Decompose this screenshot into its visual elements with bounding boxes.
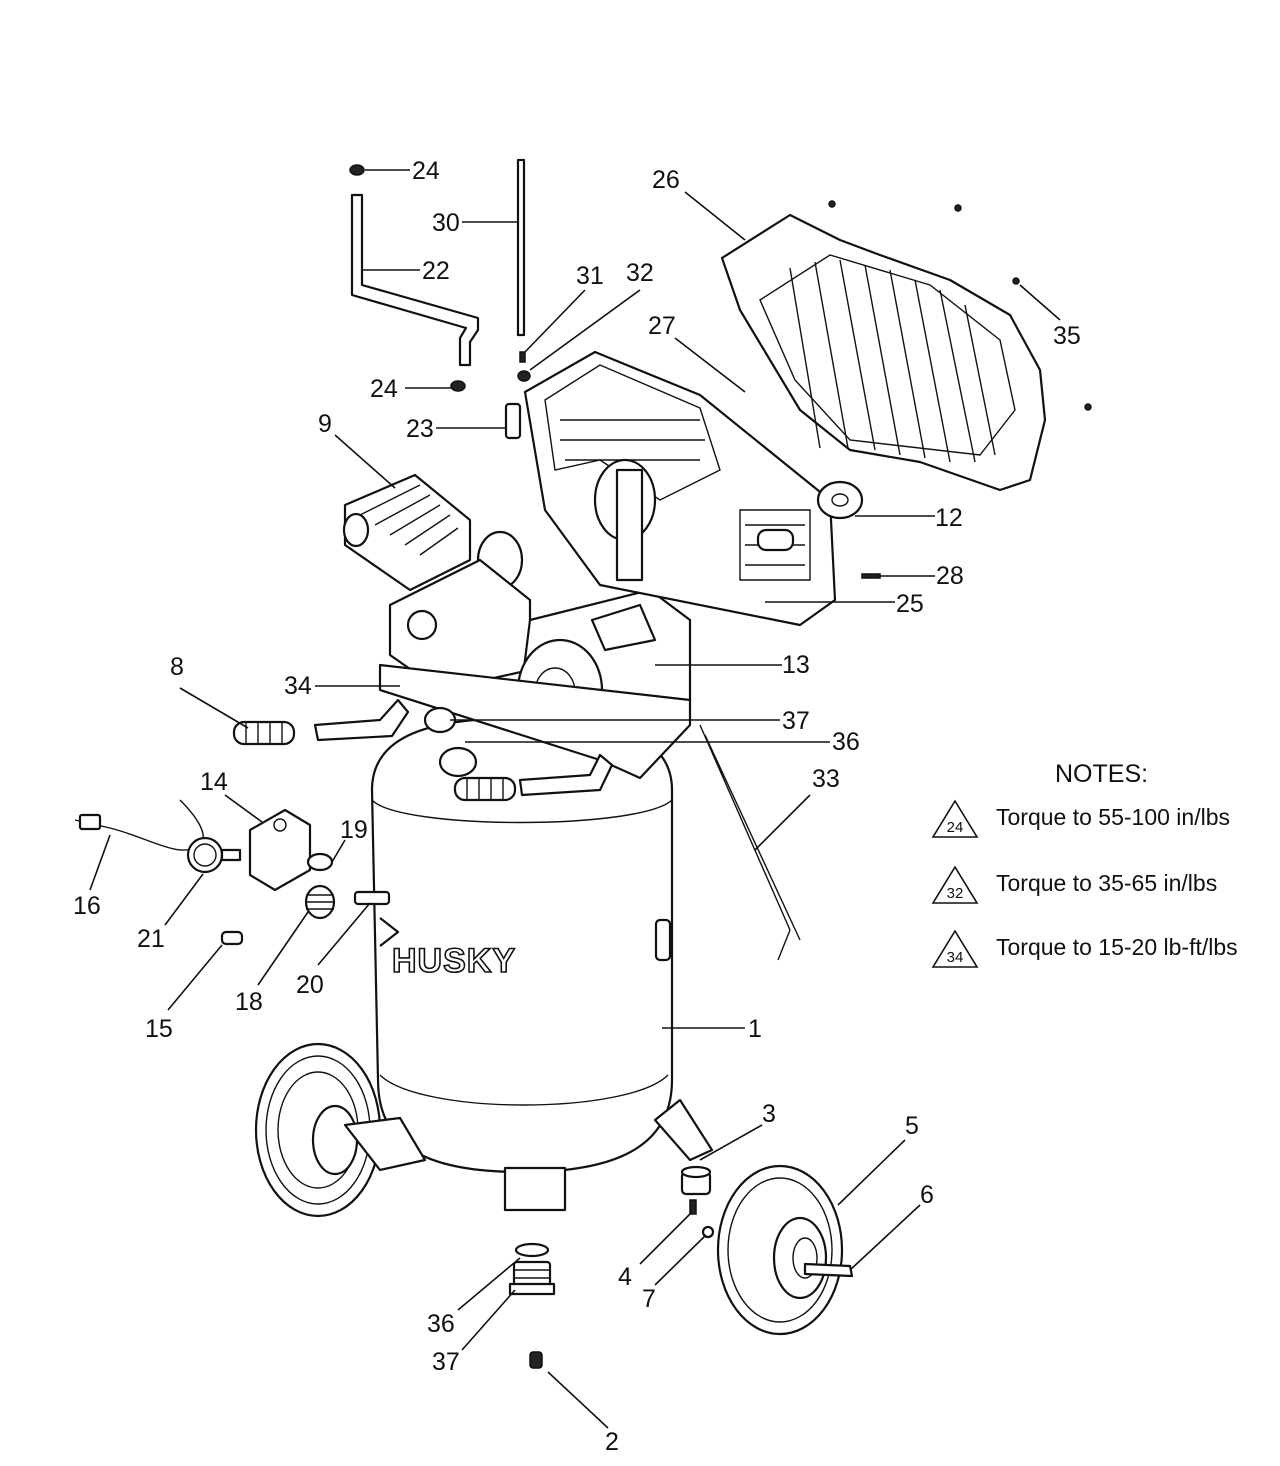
callout-9: 9 — [318, 410, 332, 438]
screw-35-d — [1084, 403, 1092, 411]
note-text: Torque to 15-20 lb-ft/lbs — [996, 934, 1238, 960]
callout-31: 31 — [576, 262, 604, 290]
callout-20: 20 — [296, 971, 324, 999]
callout-27: 27 — [648, 312, 676, 340]
screw-28 — [861, 573, 881, 579]
tank: HUSKY — [370, 716, 674, 1174]
torque-symbol-icon: 34 — [931, 929, 979, 968]
screw-35-b — [954, 204, 962, 212]
svg-text:34: 34 — [947, 949, 964, 966]
coil-spring — [232, 720, 296, 746]
unloader-valve-19 — [306, 852, 334, 872]
note-row-2: 32 Torque to 35-65 in/lbs — [930, 864, 1275, 906]
callout-37-upper: 37 — [782, 707, 810, 735]
callout-22: 22 — [422, 257, 450, 285]
callout-4: 4 — [618, 1263, 632, 1291]
callout-37-lower: 37 — [432, 1348, 460, 1376]
callout-15: 15 — [145, 1015, 173, 1043]
nut-32 — [517, 370, 531, 382]
callout-19: 19 — [340, 816, 368, 844]
callout-35: 35 — [1053, 322, 1081, 350]
callout-18: 18 — [235, 988, 263, 1016]
axle-bolt — [803, 1262, 854, 1278]
callout-24-lower: 24 — [370, 375, 398, 403]
wire-harness — [699, 724, 801, 961]
callout-13: 13 — [782, 651, 810, 679]
drain-petcock — [529, 1351, 543, 1369]
leader-lines — [89, 169, 1061, 1429]
callout-16: 16 — [73, 892, 101, 920]
callout-7: 7 — [642, 1285, 656, 1313]
callout-32: 32 — [626, 259, 654, 287]
pressure-switch — [248, 808, 312, 892]
tank-foot-bracket — [503, 1166, 567, 1212]
right-wheel — [716, 1164, 844, 1336]
left-wheel — [254, 1042, 427, 1218]
mounting-plate — [378, 663, 692, 780]
plug — [78, 813, 102, 831]
callout-21: 21 — [137, 925, 165, 953]
svg-text:32: 32 — [947, 885, 964, 902]
fitting-31 — [519, 351, 526, 363]
check-valve-oring — [438, 746, 478, 778]
torque-symbol-icon: 24 — [931, 799, 979, 838]
screw-35-c — [1012, 277, 1020, 285]
pulley — [816, 480, 864, 520]
outlet-tube-left — [313, 698, 410, 742]
callout-8: 8 — [170, 653, 184, 681]
hex-nut-top — [349, 164, 365, 176]
breather-tube — [516, 158, 526, 337]
callout-23: 23 — [406, 415, 434, 443]
callouts: 1 2 3 4 5 6 7 8 9 12 13 14 15 16 18 19 2… — [73, 157, 1081, 1456]
note-row-3: 34 Torque to 15-20 lb-ft/lbs — [930, 928, 1275, 970]
foot-bolt — [689, 1199, 697, 1215]
note-text: Torque to 35-65 in/lbs — [996, 870, 1218, 896]
svg-text:24: 24 — [947, 819, 964, 836]
elbow-fitting — [504, 402, 522, 440]
note-text: Torque to 55-100 in/lbs — [996, 804, 1230, 830]
pressure-gauge — [186, 836, 242, 874]
callout-2: 2 — [605, 1428, 619, 1456]
notes-title: NOTES: — [1055, 760, 1149, 788]
brand-logo: HUSKY — [392, 942, 516, 980]
note-row-1: 24 Torque to 55-100 in/lbs — [930, 798, 1275, 840]
hex-nut-lower — [450, 380, 466, 392]
belt-guard-front — [720, 213, 1047, 492]
callout-1: 1 — [748, 1015, 762, 1043]
torque-symbol-icon: 32 — [931, 865, 979, 904]
callout-12: 12 — [935, 504, 963, 532]
rubber-foot — [680, 1165, 712, 1196]
callout-6: 6 — [920, 1181, 934, 1209]
callout-36-lower: 36 — [427, 1310, 455, 1338]
callout-14: 14 — [200, 768, 228, 796]
fitting-18 — [304, 884, 336, 920]
callout-24-top: 24 — [412, 157, 440, 185]
outlet-tube-right — [518, 753, 614, 797]
fitting-20 — [353, 890, 391, 906]
pump-body — [388, 558, 532, 692]
callout-33: 33 — [812, 765, 840, 793]
callout-26: 26 — [652, 166, 680, 194]
screw-35-a — [828, 200, 836, 208]
callout-3: 3 — [762, 1100, 776, 1128]
callout-34: 34 — [284, 672, 312, 700]
belt-guard-back — [523, 350, 837, 627]
coil-spring-lower — [453, 776, 517, 802]
tank-leg — [653, 1098, 714, 1162]
callout-36-upper: 36 — [832, 728, 860, 756]
callout-25: 25 — [896, 590, 924, 618]
safety-valve — [220, 930, 244, 946]
drain-fitting — [508, 1260, 556, 1296]
callout-5: 5 — [905, 1112, 919, 1140]
callout-30: 30 — [432, 209, 460, 237]
callout-28: 28 — [936, 562, 964, 590]
drain-oring — [514, 1242, 550, 1258]
